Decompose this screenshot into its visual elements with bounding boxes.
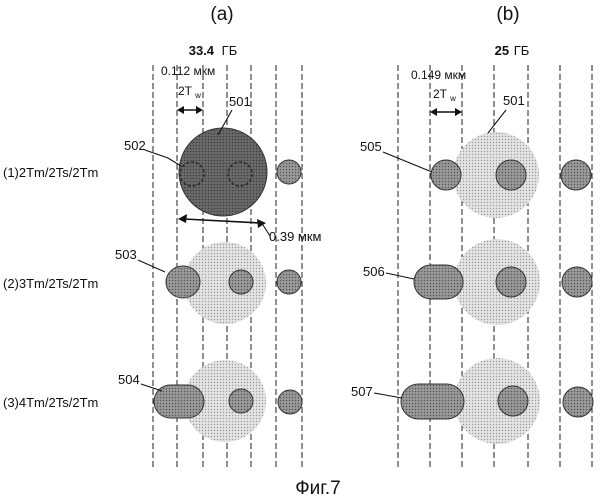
panel-b-label: (b) [496, 4, 519, 25]
row-labels: (1)2Tm/2Ts/2Tm (2)3Tm/2Ts/2Tm (3)4Tm/2Ts… [3, 165, 98, 410]
recorded-mark [563, 387, 593, 417]
recorded-mark [229, 389, 253, 413]
panel-a-row-1 [179, 128, 301, 216]
panel-a-capacity-value: 33.4 [189, 43, 215, 58]
panel-a-window-label: 2T w [178, 84, 201, 100]
panel-b-spot-label: 501 [503, 93, 525, 108]
panel-a-label: (a) [210, 4, 233, 25]
panel-a-mark-label-1: 502 [124, 138, 146, 153]
recorded-mark [496, 160, 526, 190]
panel-b-window-sub: w [449, 94, 456, 103]
leader-line [141, 384, 162, 391]
recorded-mark [562, 267, 592, 297]
recorded-mark [496, 267, 526, 297]
recorded-mark [401, 384, 464, 419]
panel-a-capacity: 33.4 ГБ [189, 43, 238, 58]
panel-b-window: 2T [433, 87, 448, 101]
figure-caption: Фиг.7 [295, 478, 341, 499]
panel-b-mark-label-1: 505 [360, 139, 382, 154]
panel-b: (b) 25 ГБ 0.149 мкм 2T w [351, 4, 593, 468]
panel-a-spot-label: 501 [229, 94, 251, 109]
panel-b-capacity-value: 25 [495, 43, 509, 58]
panel-b-mark-label-2: 506 [363, 264, 385, 279]
recorded-mark [154, 385, 204, 418]
panel-a-window-arrow [177, 106, 203, 114]
recorded-mark [166, 266, 200, 298]
panel-a-mark-label-3: 504 [118, 372, 140, 387]
panel-a-spot-size: 0.39 мкм [269, 229, 322, 244]
leader-line [488, 110, 506, 133]
panel-a-window-sub: w [194, 91, 201, 100]
panel-b-window-arrow [430, 108, 462, 116]
panel-b-row-1 [431, 132, 591, 218]
panel-b-mark-label-3: 507 [351, 384, 373, 399]
panel-a-spot-size-arrow [178, 214, 270, 236]
row-label-2: (2)3Tm/2Ts/2Tm [3, 276, 98, 291]
panel-a-row-2 [166, 242, 301, 324]
panel-b-capacity-unit: ГБ [514, 43, 530, 58]
panel-a: (a) 33.4 ГБ 0.112 мкм 2T w [115, 4, 322, 468]
leader-line [145, 150, 181, 166]
panel-b-row-3 [401, 358, 593, 444]
panel-a-window: 2T [178, 84, 193, 98]
recorded-mark [277, 160, 301, 184]
panel-b-row-2 [414, 239, 592, 325]
panel-a-capacity-unit: ГБ [222, 43, 238, 58]
recorded-mark [414, 265, 463, 299]
row-label-1: (1)2Tm/2Ts/2Tm [3, 165, 98, 180]
recorded-mark [278, 390, 302, 414]
recorded-mark [561, 160, 591, 190]
leader-line [383, 152, 432, 172]
panel-a-row-3 [154, 360, 302, 442]
panel-a-pitch: 0.112 мкм [161, 64, 215, 78]
panel-b-pitch: 0.149 мкм [411, 68, 466, 82]
leader-line [138, 260, 165, 272]
panel-b-window-label: 2T w [433, 87, 456, 103]
leader-line [386, 273, 414, 279]
recorded-mark [498, 386, 528, 416]
row-label-3: (3)4Tm/2Ts/2Tm [3, 395, 98, 410]
panel-b-capacity: 25 ГБ [495, 43, 530, 58]
recorded-mark [277, 270, 301, 294]
recorded-mark [229, 270, 253, 294]
beam-spot [179, 128, 267, 216]
panel-a-mark-label-2: 503 [115, 247, 137, 262]
recorded-mark [431, 160, 461, 190]
